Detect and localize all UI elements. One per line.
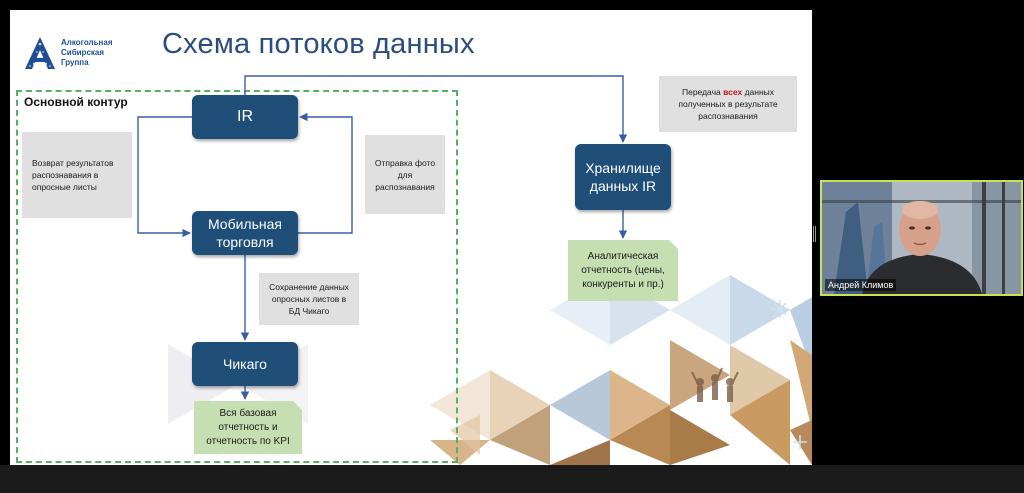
shared-slide: Алкогольная Сибирская Группа Схема поток… (10, 10, 812, 465)
note-base-line-2: отчетность и (218, 421, 278, 433)
note-transfer-line-1: Передача всех данных (678, 86, 777, 98)
bottom-bar (0, 465, 1024, 493)
node-chicago-label: Чикаго (223, 356, 267, 372)
note-analytics-line-2: отчетность (цены, (581, 264, 665, 276)
logo-line-3: Группа (61, 58, 89, 67)
note-save-data: Сохранение данных опросных листов в БД Ч… (259, 273, 359, 325)
note-transfer-line-3: распознавания (698, 111, 758, 121)
note-save-line-1: Сохранение данных (269, 282, 349, 292)
note-transfer-line-2: полученных в результате (678, 99, 778, 109)
slide-title: Схема потоков данных (162, 28, 475, 60)
note-base-reporting: Вся базовая отчетность и отчетность по K… (194, 401, 302, 454)
node-chicago: Чикаго (192, 342, 298, 386)
main-contour-label: Основной контур (22, 95, 130, 109)
note-send-line-3: распознавания (375, 181, 435, 192)
resize-handle-icon[interactable] (813, 226, 818, 242)
note-return-results: Возврат результатов распознавания в опро… (22, 132, 132, 218)
note-send-photo: Отправка фото для распознавания (365, 135, 445, 214)
note-send-line-1: Отправка фото (374, 157, 436, 168)
note-transfer-post: данных (742, 87, 774, 97)
company-logo: Алкогольная Сибирская Группа (24, 36, 113, 70)
note-analytics-line-3: конкуренты и пр.) (582, 278, 664, 290)
note-return-line-2: распознавания в (32, 170, 99, 180)
note-return-line-3: опросные листы (32, 182, 97, 192)
participant-name: Андрей Климов (825, 279, 897, 291)
node-storage-label-1: Хранилище (585, 160, 661, 176)
logo-line-1: Алкогольная (61, 38, 113, 47)
participant-video-tile[interactable]: Андрей Климов (820, 180, 1023, 296)
note-analytics-reporting: Аналитическая отчетность (цены, конкурен… (568, 240, 678, 301)
node-ir-storage: Хранилище данных IR (575, 144, 671, 210)
participant-video-feed (822, 182, 1021, 294)
note-transfer-all-data: Передача всех данных полученных в резуль… (659, 76, 797, 132)
note-transfer-pre: Передача (681, 87, 724, 97)
logo-a-icon (25, 37, 55, 69)
node-storage-label-2: данных IR (589, 178, 657, 194)
note-save-line-2: опросных листов в (271, 294, 347, 304)
note-save-line-3: БД Чикаго (288, 306, 330, 316)
node-mobile-label-1: Мобильная (207, 216, 282, 232)
node-mobile-trade: Мобильная торговля (192, 211, 298, 255)
note-analytics-line-1: Аналитическая (587, 250, 659, 262)
note-transfer-highlight: всех (723, 87, 743, 97)
node-mobile-label-2: торговля (216, 234, 274, 250)
logo-line-2: Сибирская (61, 48, 105, 57)
main-contour-boundary (16, 90, 458, 463)
note-base-line-1: Вся базовая (219, 407, 277, 419)
logo-text: Алкогольная Сибирская Группа (61, 38, 113, 68)
note-send-line-2: для (397, 169, 413, 180)
node-ir-label: IR (237, 108, 253, 125)
node-ir: IR (192, 95, 298, 139)
note-return-line-1: Возврат результатов (32, 158, 114, 168)
note-base-line-3: отчетность по KPI (206, 435, 290, 447)
